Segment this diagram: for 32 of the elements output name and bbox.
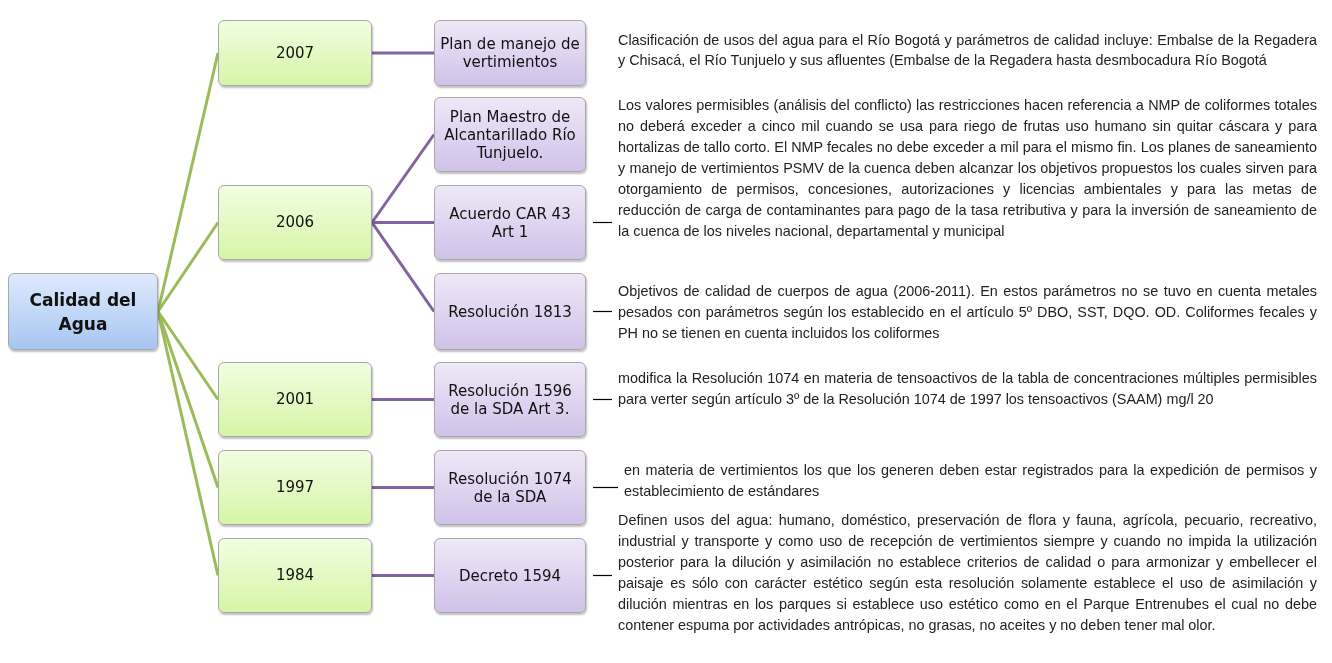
description-text: Clasificación de usos del agua para el Río Bogotá y parámetros de calidad incluye: Embalse de la Regadera y Chisacá, el Río Tunjuelo y sus afluentes (Embalse de la Regadera hasta desmbocadura Río Bogotá	[618, 31, 1317, 70]
connector-line	[370, 221, 436, 313]
regulation-box: Resolución 1596 de la SDA Art 3.	[434, 362, 586, 437]
regulation-box: Resolución 1813	[434, 273, 586, 350]
connector-line	[592, 398, 613, 401]
topic-box: Calidad del Agua	[8, 273, 158, 350]
connector-line	[372, 51, 434, 55]
regulation-box: Plan Maestro de Alcantarillado Río Tunjuelo.	[434, 97, 586, 172]
connector-line	[372, 486, 434, 489]
description-text: Objetivos de calidad de cuerpos de agua (2006-2011). En estos parámetros no se tuvo en cuenta metales pesados con parámetros según los establecido en el artículo 5º DBO, SST, DQO. OD. Coliformes fecales y PH no se tienen en cuenta incluidos los coliformes	[618, 282, 1317, 343]
connector-line	[156, 221, 220, 313]
year-box: 2006	[218, 185, 372, 260]
regulation-box: Decreto 1594	[434, 538, 586, 613]
year-box: 2001	[218, 362, 372, 437]
year-box: 2007	[218, 20, 372, 86]
regulation-box: Plan de manejo de vertimientos	[434, 20, 586, 86]
connector-line	[370, 133, 436, 224]
connector-line	[592, 574, 613, 577]
description-text: en materia de vertimientos los que los generen deben estar registrados para la expedición de permisos y establecimiento de estándares	[624, 461, 1317, 501]
regulation-box: Resolución 1074 de la SDA	[434, 450, 586, 525]
year-box: 1997	[218, 450, 372, 525]
connector-line	[372, 221, 434, 224]
connector-line	[592, 310, 613, 313]
connector-line	[372, 574, 434, 577]
connector-line	[592, 221, 613, 224]
description-text: Definen usos del agua: humano, doméstico, preservación de flora y fauna, agrícola, pecuario, recreativo, industrial y transporte y como uso de recepción de vertimientos siempre y cuando no impida la utilización posterior para la dilución y asimilación no establece criterios de calidad o para armonizar y embellecer el paisaje es sólo con carácter estético según esta resolución solamente establece el uso de asimilación y dilución mientras en los parques si establece uso estético como en el Parque Entrenubes el cual no debe contener espuma por actividades antrópicas, no grasas, no aceites y no deben tener mal olor.	[618, 511, 1317, 635]
description-text: Los valores permisibles (análisis del conflicto) las restricciones hacen referencia a NMP de coliformes totales no deberá exceder a cinco mil cuando se usa para riego de frutas uso humano sin quitar cáscara y para hortalizas de tallo corto. El NMP fecales no debe exceder a mil para el mismo fin. Los planes de saneamiento y manejo de vertimientos PSMV de la cuenca deben alcanzar los objetivos propuestos los cuales sirven para otorgamiento de permisos, concesiones, autorizaciones y licencias ambientales y para las metas de reducción de carga de contaminantes para pago de la tasa retributiva y para la inversión de saneamiento de la cuenca de los niveles nacional, departamental y municipal	[618, 96, 1317, 241]
description-text: modifica la Resolución 1074 en materia de tensoactivos de la tabla de concentraciones múltiples permisibles para verter según artículo 3º de la Resolución 1074 de 1997 los tensoactivos (SAAM) mg/l 20	[618, 369, 1317, 409]
year-box: 1984	[218, 538, 372, 613]
connector-line	[592, 486, 619, 489]
regulation-box: Acuerdo CAR 43 Art 1	[434, 185, 586, 260]
connector-line	[372, 398, 434, 401]
